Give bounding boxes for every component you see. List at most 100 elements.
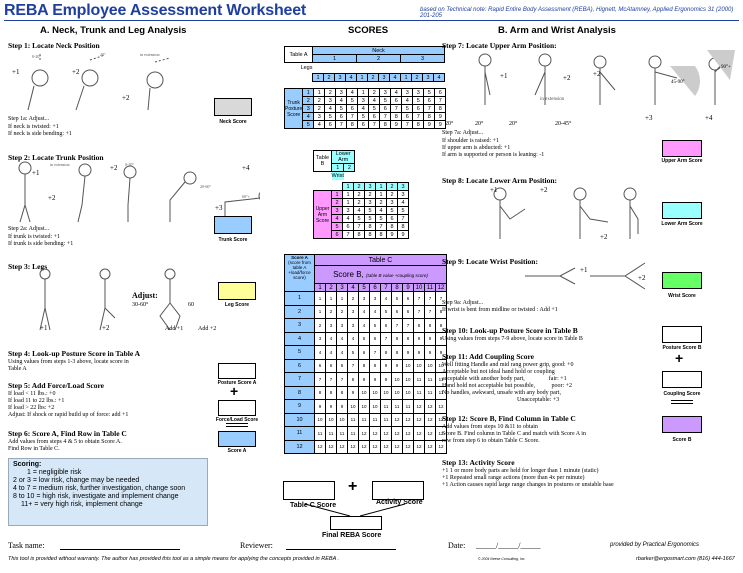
table-b-cell: 7 bbox=[397, 214, 409, 223]
reviewer-field[interactable] bbox=[286, 549, 396, 550]
table-a-cell: 4 bbox=[357, 104, 370, 113]
neck-figures: +1+2+2 0-20°20°in extension bbox=[12, 52, 171, 111]
table-a-cell: 7 bbox=[335, 120, 348, 129]
table-c-cell: 12 bbox=[314, 439, 326, 454]
table-c-cell: 5 bbox=[358, 331, 370, 346]
neck-score-1: +1 bbox=[12, 68, 20, 76]
table-c-cell: 11 bbox=[358, 412, 370, 427]
table-c-cell: 12 bbox=[413, 426, 425, 441]
table-b-cell: 4 bbox=[342, 214, 354, 223]
scores-title: SCORES bbox=[348, 25, 389, 36]
task-name-field[interactable] bbox=[60, 549, 180, 550]
table-c-cell: 8 bbox=[424, 318, 436, 333]
wrist-figures: +1+2 bbox=[525, 262, 646, 290]
table-c-cell: 10 bbox=[369, 399, 381, 414]
table-c-cell: 7 bbox=[314, 372, 326, 387]
step1-adjust: Step 1a: Adjust... bbox=[8, 116, 50, 122]
table-a-cell: 5 bbox=[423, 88, 436, 97]
svg-text:+2: +2 bbox=[563, 74, 571, 82]
table-a-label: Table A bbox=[284, 46, 313, 63]
table-a-cell: 3 bbox=[379, 88, 392, 97]
date-field[interactable]: _____/_____/_____ bbox=[476, 541, 541, 550]
table-c-cell: 10 bbox=[413, 358, 425, 373]
date-label: Date: bbox=[448, 541, 466, 550]
table-c-cell: 7 bbox=[413, 291, 425, 306]
posture-b-label: Posture Score B bbox=[662, 345, 702, 351]
table-b-cell: 2 bbox=[386, 190, 398, 199]
posture-a-box[interactable] bbox=[218, 363, 256, 379]
table-c-cell: 7 bbox=[391, 318, 403, 333]
table-c-cell: 6 bbox=[358, 345, 370, 360]
step11-line-3: acceptable with another body part, fair:… bbox=[442, 376, 567, 382]
table-a-cell: 3 bbox=[401, 88, 414, 97]
table-c-cell: 4 bbox=[325, 331, 337, 346]
table-a-leg-col: 4 bbox=[389, 73, 401, 82]
table-c-cell: 12 bbox=[402, 439, 414, 454]
upper-arm-score-box[interactable] bbox=[662, 140, 702, 157]
table-a-leg-col: 4 bbox=[433, 73, 445, 82]
force-load-box[interactable] bbox=[218, 400, 256, 416]
table-c-cell: 8 bbox=[347, 372, 359, 387]
table-b-wrist-col: 1 bbox=[375, 182, 387, 191]
wrist-score-box[interactable] bbox=[662, 272, 702, 289]
step4-title: Step 4: Look-up Posture Score in Table A bbox=[8, 349, 141, 358]
table-c-cell: 7 bbox=[424, 304, 436, 319]
table-c-cell: 6 bbox=[336, 358, 348, 373]
task-name-label: Task name: bbox=[8, 541, 45, 550]
trunk-score-box[interactable] bbox=[214, 216, 252, 234]
table-c-row-header: 6 bbox=[284, 358, 315, 373]
table-c-row-header: 11 bbox=[284, 426, 315, 441]
table-c-row-header: 8 bbox=[284, 385, 315, 400]
table-a-cell: 7 bbox=[423, 104, 436, 113]
table-a-cell: 1 bbox=[313, 88, 326, 97]
table-b-cell: 2 bbox=[375, 198, 387, 207]
table-b-row-header: 6 bbox=[331, 230, 343, 239]
neck-score-box[interactable] bbox=[214, 98, 252, 116]
leg-score-box[interactable] bbox=[218, 282, 256, 300]
step10-title: Step 10: Look-up Posture Score in Table … bbox=[442, 326, 578, 335]
table-c-cell: 9 bbox=[435, 345, 447, 360]
score-b-box[interactable] bbox=[662, 416, 702, 433]
table-a-cell: 4 bbox=[401, 96, 414, 105]
final-score-label: Final REBA Score bbox=[322, 532, 382, 539]
lower-arm-score-box[interactable] bbox=[662, 202, 702, 219]
table-b-cell: 1 bbox=[342, 190, 354, 199]
final-score-box[interactable] bbox=[330, 516, 382, 530]
coupling-box[interactable] bbox=[662, 371, 702, 388]
copyright: © 2004 Neese Consulting, Inc. bbox=[478, 557, 526, 561]
svg-text:+2: +2 bbox=[102, 324, 110, 332]
section-a-title: A. Neck, Trunk and Leg Analysis bbox=[40, 25, 187, 36]
table-b-cell: 9 bbox=[397, 230, 409, 239]
step12-line-3: row from step 6 to obtain Table C Score. bbox=[442, 438, 540, 444]
table-c-cell: 12 bbox=[424, 426, 436, 441]
posture-b-box[interactable] bbox=[662, 326, 702, 343]
step7-adjust: Step 7a: Adjust... bbox=[442, 130, 484, 136]
table-c-cell: 4 bbox=[314, 345, 326, 360]
table-b-wrist-col: 2 bbox=[353, 182, 365, 191]
table-a-cell: 4 bbox=[390, 88, 403, 97]
table-a-cell: 5 bbox=[335, 104, 348, 113]
leg-score-label: Leg Score bbox=[224, 302, 250, 308]
step4-line-1: Using values from steps 1-3 above, locat… bbox=[8, 359, 129, 365]
equals-b bbox=[671, 400, 693, 404]
final-plus: + bbox=[348, 478, 358, 495]
step13-line-1: +1 1 or more body parts are held for lon… bbox=[442, 468, 599, 474]
activity-score-box[interactable] bbox=[372, 481, 424, 500]
table-c-cell: 7 bbox=[413, 304, 425, 319]
table-c-cell: 3 bbox=[325, 318, 337, 333]
table-b-cell: 8 bbox=[364, 230, 376, 239]
table-a-cell: 3 bbox=[335, 88, 348, 97]
table-a-cell: 3 bbox=[324, 96, 337, 105]
score-a-box[interactable] bbox=[218, 431, 256, 447]
scoring-line-5: 11+ = very high risk, implement change bbox=[21, 501, 143, 508]
table-c-col: 1 bbox=[314, 283, 326, 292]
table-a-cell: 5 bbox=[412, 96, 425, 105]
step9-title: Step 9: Locate Wrist Position: bbox=[442, 257, 538, 266]
step12-title: Step 12: Score B, Find Column in Table C bbox=[442, 414, 576, 423]
step5-line-1: If load < 11 lbs.: +0 bbox=[8, 391, 56, 397]
table-a-cell: 7 bbox=[379, 112, 392, 121]
table-a-cell: 9 bbox=[390, 120, 403, 129]
table-b-cell: 2 bbox=[353, 190, 365, 199]
table-c-score-box[interactable] bbox=[283, 481, 335, 500]
